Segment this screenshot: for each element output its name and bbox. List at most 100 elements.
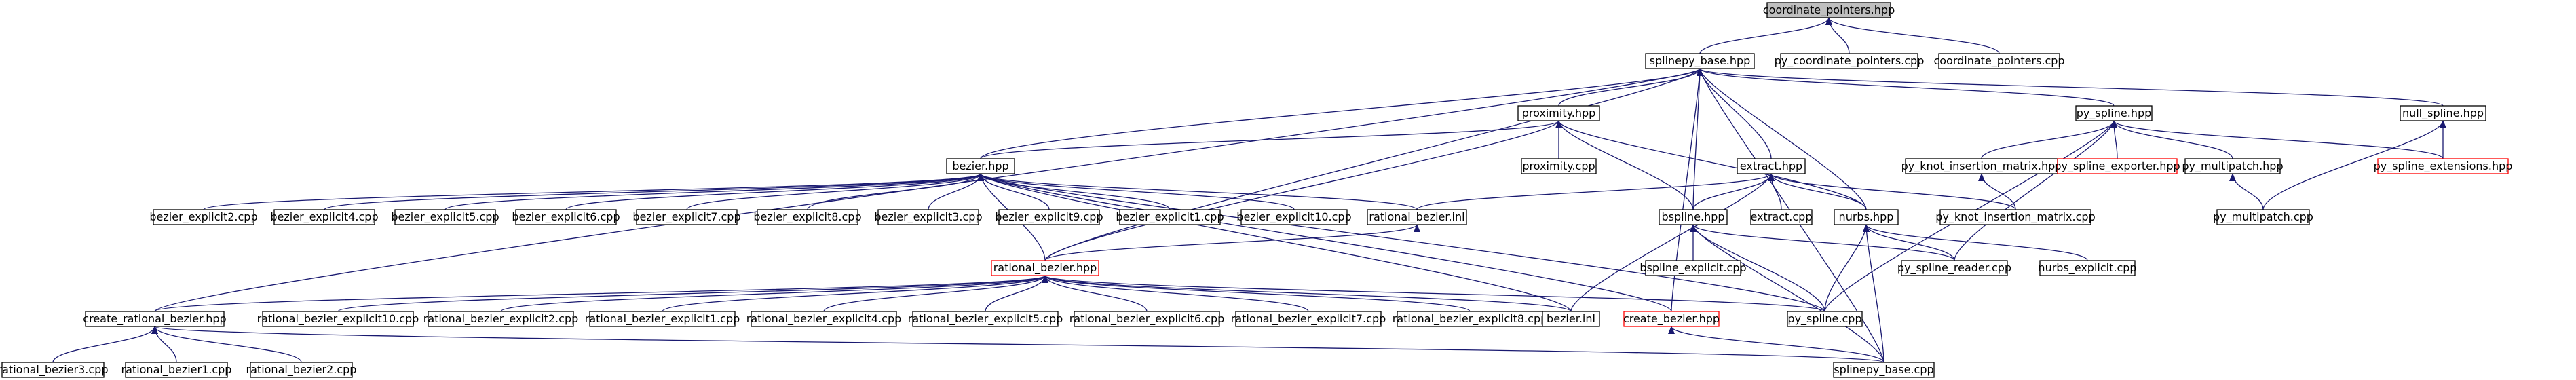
node-rational-bezier-explicit7-cpp[interactable]: rational_bezier_explicit7.cpp xyxy=(1231,311,1386,327)
node-nurbs-hpp[interactable]: nurbs.hpp xyxy=(1834,209,1899,225)
node-bezier-explicit8-cpp[interactable]: bezier_explicit8.cpp xyxy=(753,209,862,225)
node-bezier-explicit9-cpp[interactable]: bezier_explicit9.cpp xyxy=(995,209,1103,225)
edge-rational_bezier_explicit7_cpp-includes-rational_bezier_hpp xyxy=(1042,275,1309,312)
node-box xyxy=(250,362,353,378)
node-rational-bezier-hpp[interactable]: rational_bezier.hpp xyxy=(991,260,1099,276)
node-py-coordinate-pointers-cpp[interactable]: py_coordinate_pointers.cpp xyxy=(1775,53,1925,69)
node-box xyxy=(1938,53,2060,69)
node-extract-cpp[interactable]: extract.cpp xyxy=(1750,209,1813,225)
node-box xyxy=(1901,260,2008,276)
edge-splinepy_base_cpp-includes-bspline_hpp xyxy=(1690,224,1884,363)
node-bspline-explicit-cpp[interactable]: bspline_explicit.cpp xyxy=(1640,260,1747,276)
node-box xyxy=(428,311,574,327)
edge-splinepy_base_cpp-includes-create_rational_bezier_hpp xyxy=(152,326,1884,363)
node-box xyxy=(1645,53,1755,69)
node-coordinate-pointers-hpp[interactable]: coordinate_pointers.hpp xyxy=(1763,2,1895,18)
edge-create_bezier_hpp-includes-splinepy_base_hpp xyxy=(1671,68,1703,312)
node-rational-bezier-explicit2-cpp[interactable]: rational_bezier_explicit2.cpp xyxy=(423,311,579,327)
edge-null_spline_hpp-includes-splinepy_base_hpp xyxy=(1697,68,2444,107)
node-label: rational_bezier1.cpp xyxy=(121,363,232,377)
node-extract-hpp[interactable]: extract.hpp xyxy=(1737,158,1806,174)
node-label: rational_bezier_explicit8.cpp xyxy=(1393,312,1548,326)
node-py-spline-cpp[interactable]: py_spline.cpp xyxy=(1787,311,1863,327)
node-py-spline-extensions-hpp[interactable]: py_spline_extensions.hpp xyxy=(2374,158,2513,174)
node-rational-bezier3-cpp[interactable]: rational_bezier3.cpp xyxy=(0,362,108,378)
node-box xyxy=(2377,158,2509,174)
node-box xyxy=(877,209,979,225)
node-bezier-explicit4-cpp[interactable]: bezier_explicit4.cpp xyxy=(270,209,379,225)
node-bspline-hpp[interactable]: bspline.hpp xyxy=(1659,209,1728,225)
node-rational-bezier-explicit4-cpp[interactable]: rational_bezier_explicit4.cpp xyxy=(746,311,902,327)
node-label: py_knot_insertion_matrix.hpp xyxy=(1901,159,2062,173)
edge-bezier_inl-includes-extract_hpp xyxy=(1570,173,1775,312)
node-proximity-cpp[interactable]: proximity.cpp xyxy=(1521,158,1597,174)
node-rational-bezier1-cpp[interactable]: rational_bezier1.cpp xyxy=(121,362,232,378)
node-null-spline-hpp[interactable]: null_spline.hpp xyxy=(2400,105,2486,121)
node-py-spline-exporter-hpp[interactable]: py_spline_exporter.hpp xyxy=(2054,158,2180,174)
node-box xyxy=(1542,311,1600,327)
node-bezier-explicit7-cpp[interactable]: bezier_explicit7.cpp xyxy=(632,209,741,225)
node-splinepy-base-hpp[interactable]: splinepy_base.hpp xyxy=(1645,53,1755,69)
node-rational-bezier-explicit5-cpp[interactable]: rational_bezier_explicit5.cpp xyxy=(908,311,1063,327)
node-rational-bezier-inl[interactable]: rational_bezier.inl xyxy=(1367,209,1467,225)
node-bezier-explicit10-cpp[interactable]: bezier_explicit10.cpp xyxy=(1236,209,1352,225)
node-label: py_multipatch.hpp xyxy=(2182,159,2283,173)
node-box xyxy=(262,311,414,327)
edge-bezier_explicit10_cpp-includes-bezier_hpp xyxy=(977,173,1295,210)
edge-nurbs_hpp-includes-proximity_hpp xyxy=(1555,120,1867,210)
node-label: bspline.hpp xyxy=(1661,210,1724,223)
node-rational-bezier-explicit10-cpp[interactable]: rational_bezier_explicit10.cpp xyxy=(257,311,419,327)
node-label: rational_bezier_explicit5.cpp xyxy=(908,312,1063,326)
node-label: bezier.inl xyxy=(1547,312,1595,325)
node-label: bezier_explicit3.cpp xyxy=(874,210,982,224)
node-box xyxy=(998,209,1100,225)
node-label: rational_bezier3.cpp xyxy=(0,363,108,377)
node-rational-bezier2-cpp[interactable]: rational_bezier2.cpp xyxy=(246,362,357,378)
node-nurbs-explicit-cpp[interactable]: nurbs_explicit.cpp xyxy=(2038,260,2137,276)
node-label: proximity.hpp xyxy=(1522,107,1596,119)
node-label: proximity.cpp xyxy=(1522,159,1595,172)
node-label: rational_bezier2.cpp xyxy=(246,363,357,377)
node-bezier-explicit6-cpp[interactable]: bezier_explicit6.cpp xyxy=(512,209,620,225)
edge-rational_bezier_explicit2_cpp-includes-rational_bezier_hpp xyxy=(500,275,1048,312)
node-proximity-hpp[interactable]: proximity.hpp xyxy=(1517,105,1600,121)
node-py-knot-insertion-matrix-hpp[interactable]: py_knot_insertion_matrix.hpp xyxy=(1901,158,2062,174)
node-py-spline-hpp[interactable]: py_spline.hpp xyxy=(2075,105,2153,121)
node-bezier-hpp[interactable]: bezier.hpp xyxy=(946,158,1015,174)
node-coordinate-pointers-cpp[interactable]: coordinate_pointers.cpp xyxy=(1933,53,2065,69)
node-box xyxy=(2216,209,2310,225)
node-label: bezier_explicit8.cpp xyxy=(753,210,861,224)
node-bezier-explicit2-cpp[interactable]: bezier_explicit2.cpp xyxy=(149,209,258,225)
node-create-bezier-hpp[interactable]: create_bezier.hpp xyxy=(1623,311,1720,327)
edge-bezier_hpp-includes-proximity_hpp xyxy=(980,120,1562,159)
edge-bezier_explicit5_cpp-includes-bezier_hpp xyxy=(444,173,984,210)
node-rational-bezier-explicit8-cpp[interactable]: rational_bezier_explicit8.cpp xyxy=(1393,311,1548,327)
node-label: null_spline.hpp xyxy=(2402,107,2484,120)
node-label: rational_bezier_explicit4.cpp xyxy=(746,312,902,326)
node-box xyxy=(2057,158,2178,174)
node-label: extract.hpp xyxy=(1740,159,1802,172)
node-rational-bezier-explicit1-cpp[interactable]: rational_bezier_explicit1.cpp xyxy=(585,311,740,327)
node-rational-bezier-explicit6-cpp[interactable]: rational_bezier_explicit6.cpp xyxy=(1069,311,1225,327)
edge-py_knot_insertion_matrix_hpp-includes-py_spline_hpp xyxy=(1981,120,2117,159)
node-py-knot-insertion-matrix-cpp[interactable]: py_knot_insertion_matrix.cpp xyxy=(1935,209,2096,225)
node-label: py_spline_reader.cpp xyxy=(1897,261,2011,275)
node-bezier-explicit5-cpp[interactable]: bezier_explicit5.cpp xyxy=(391,209,499,225)
edge-rational_bezier_hpp-includes-rational_bezier_inl xyxy=(1044,224,1420,261)
node-py-spline-reader-cpp[interactable]: py_spline_reader.cpp xyxy=(1897,260,2011,276)
node-box xyxy=(1766,2,1891,18)
node-create-rational-bezier-hpp[interactable]: create_rational_bezier.hpp xyxy=(83,311,227,327)
edge-bspline_hpp-includes-proximity_hpp xyxy=(1555,120,1694,210)
node-box xyxy=(273,209,375,225)
node-bezier-explicit3-cpp[interactable]: bezier_explicit3.cpp xyxy=(874,209,983,225)
node-py-multipatch-cpp[interactable]: py_multipatch.cpp xyxy=(2213,209,2313,225)
node-bezier-inl[interactable]: bezier.inl xyxy=(1542,311,1600,327)
node-py-multipatch-hpp[interactable]: py_multipatch.hpp xyxy=(2182,158,2284,174)
node-label: bezier_explicit9.cpp xyxy=(995,210,1103,224)
node-box xyxy=(1939,209,2091,225)
edge-coordinate_pointers_cpp-includes-coordinate_pointers_hpp xyxy=(1825,17,2000,54)
node-box xyxy=(1235,311,1382,327)
node-box xyxy=(515,209,617,225)
node-splinepy-base-cpp[interactable]: splinepy_base.cpp xyxy=(1833,362,1935,378)
node-bezier-explicit1-cpp[interactable]: bezier_explicit1.cpp xyxy=(1116,209,1224,225)
